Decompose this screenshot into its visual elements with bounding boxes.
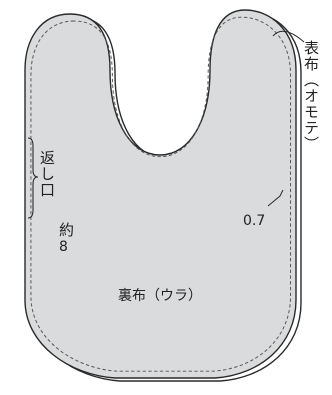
outer-fabric-label: 表布（オモテ） — [302, 40, 320, 152]
approx-value: 8 — [59, 239, 68, 255]
stitch-line — [30, 16, 292, 372]
inner-fabric-label: 裏布（ウラ） — [118, 288, 202, 304]
approx-label: 約 — [57, 222, 75, 238]
opening-brace — [27, 137, 39, 219]
return-opening-label: 返し口 — [38, 150, 56, 198]
seam-allowance-label: 0.7 — [243, 213, 266, 229]
outer-fabric-leader — [272, 30, 305, 43]
inner-fabric-shape — [24, 9, 297, 379]
seam-allowance-leader — [267, 189, 284, 207]
